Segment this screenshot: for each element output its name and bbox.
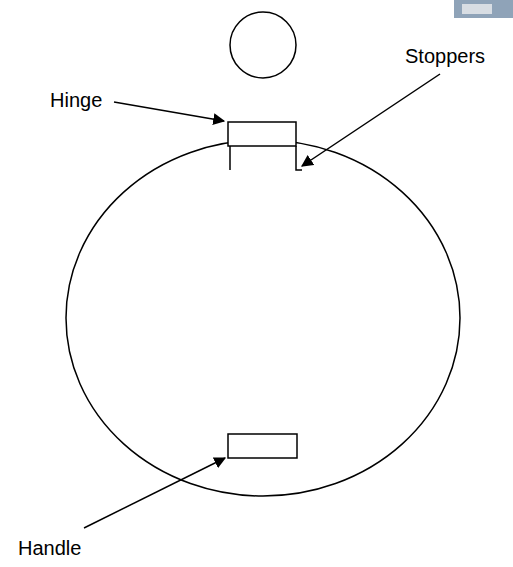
small-circle bbox=[230, 12, 296, 78]
part-label: Stoppers bbox=[405, 44, 485, 68]
stopper-line bbox=[229, 146, 231, 170]
photo-fragment bbox=[454, 0, 513, 18]
door-outline bbox=[66, 140, 460, 496]
leader-arrow bbox=[302, 74, 440, 166]
hinge-box bbox=[228, 122, 296, 146]
handle-box bbox=[228, 434, 297, 458]
stopper-line bbox=[296, 146, 302, 170]
leader-arrow bbox=[114, 102, 224, 121]
leader-arrow bbox=[84, 458, 225, 528]
photo-fragment bbox=[462, 4, 492, 14]
part-label: Handle bbox=[18, 536, 81, 560]
part-label: Hinge bbox=[50, 88, 102, 112]
